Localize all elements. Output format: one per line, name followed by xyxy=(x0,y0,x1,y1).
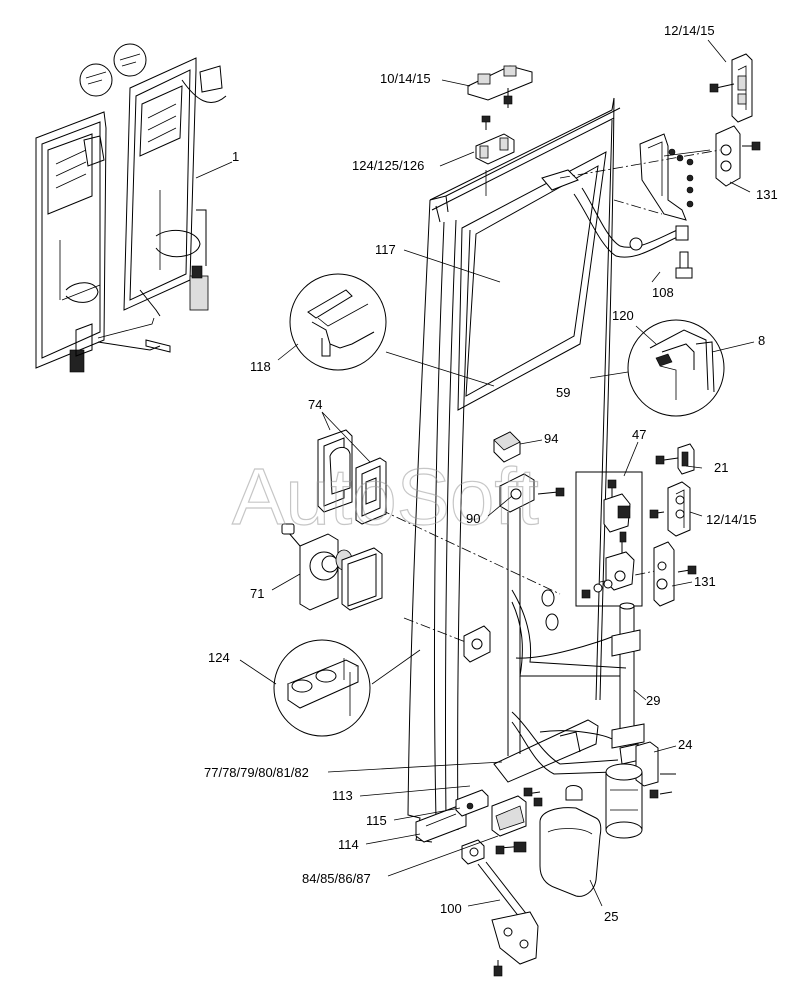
label-24: 24 xyxy=(678,737,692,752)
label-1: 1 xyxy=(232,149,239,164)
label-118: 118 xyxy=(250,359,271,374)
part-labels: 1 10/14/15 12/14/15 124/125/126 117 131 … xyxy=(204,23,778,924)
label-100: 100 xyxy=(440,901,462,916)
column-29 xyxy=(611,602,645,765)
label-117: 117 xyxy=(375,242,396,257)
label-12-14-15-mid: 12/14/15 xyxy=(706,512,757,527)
upper-hinge-brackets xyxy=(541,53,761,279)
cover-25 xyxy=(539,785,602,897)
label-10-14-15: 10/14/15 xyxy=(380,71,431,86)
top-hinge-hardware xyxy=(467,65,533,196)
alignment-lines xyxy=(363,149,721,647)
label-47: 47 xyxy=(632,427,646,442)
overview-detail-circle-right xyxy=(113,43,147,77)
label-124-125-126: 124/125/126 xyxy=(352,158,424,173)
watermark: AutoSoft xyxy=(232,452,539,541)
label-94: 94 xyxy=(544,431,558,446)
label-29: 29 xyxy=(646,693,660,708)
label-12-14-15-top: 12/14/15 xyxy=(664,23,715,38)
label-74: 74 xyxy=(308,397,322,412)
lower-hinge-brackets xyxy=(649,443,697,607)
label-21: 21 xyxy=(714,460,728,475)
door-face-parts xyxy=(463,589,559,663)
lock-plates-74 xyxy=(317,429,387,525)
motor-24 xyxy=(605,741,676,839)
link-rod-100 xyxy=(461,839,539,977)
label-59: 59 xyxy=(556,385,570,400)
lock-71 xyxy=(281,523,383,611)
overview-left-window xyxy=(47,133,93,215)
handle-94-bracket-90 xyxy=(493,431,565,756)
main-door-frame xyxy=(407,97,621,843)
overview-right-window xyxy=(139,85,183,157)
detail-120-8 xyxy=(589,319,725,417)
overview-left-door-frame xyxy=(35,111,107,369)
label-124: 124 xyxy=(208,650,230,665)
label-131-mid: 131 xyxy=(694,574,716,589)
label-77-82: 77/78/79/80/81/82 xyxy=(204,765,309,780)
door-arms xyxy=(493,589,627,783)
label-90: 90 xyxy=(466,511,480,526)
label-120: 120 xyxy=(612,308,634,323)
label-84-85-86-87: 84/85/86/87 xyxy=(302,871,371,886)
overview-detail-circle-left xyxy=(79,63,113,97)
overview-doors xyxy=(35,43,227,373)
detail-124 xyxy=(273,639,421,737)
label-71: 71 xyxy=(250,586,264,601)
label-114: 114 xyxy=(338,837,359,852)
label-8: 8 xyxy=(758,333,765,348)
label-25: 25 xyxy=(604,909,618,924)
detail-118 xyxy=(289,273,495,387)
overview-right-door-frame xyxy=(123,57,197,311)
bottom-brackets xyxy=(415,787,543,855)
label-108: 108 xyxy=(652,285,674,300)
label-113: 113 xyxy=(332,788,353,803)
hinge-47 xyxy=(575,471,643,607)
label-131-top: 131 xyxy=(756,187,778,202)
label-115: 115 xyxy=(366,813,387,828)
leader-lines xyxy=(195,39,755,907)
